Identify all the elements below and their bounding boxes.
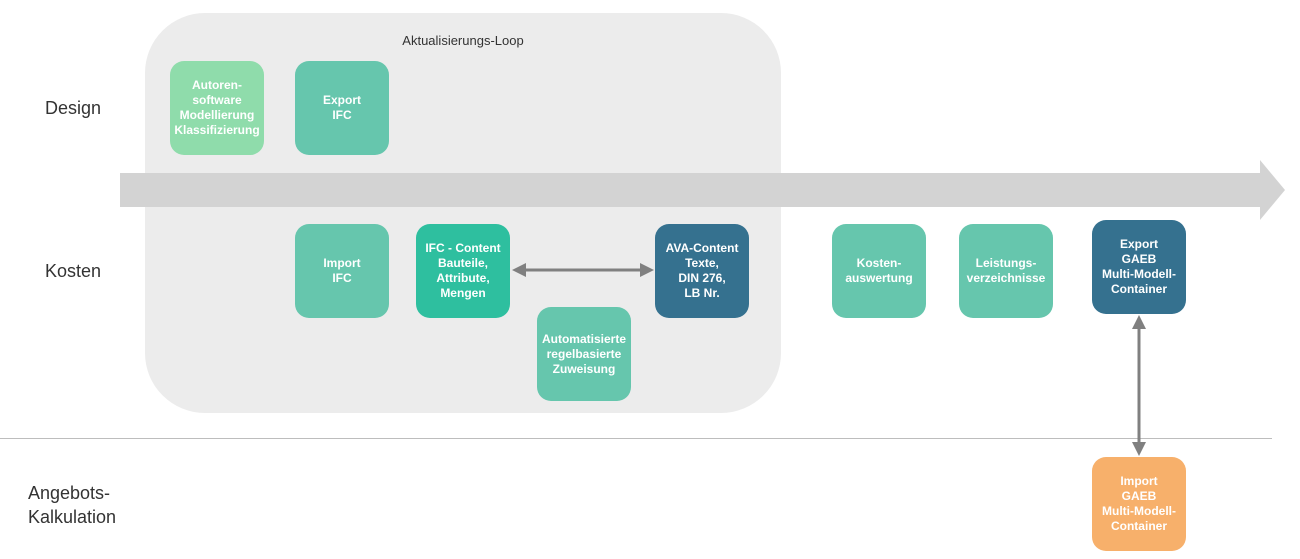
gaeb-connector — [1132, 315, 1146, 456]
lane-divider — [0, 438, 1272, 439]
box-autorensoftware: Autoren- software Modellierung Klassifiz… — [170, 61, 264, 155]
box-automatisierte-zuweisung: Automatisierte regelbasierte Zuweisung — [537, 307, 631, 401]
box-ifc-content: IFC - Content Bauteile, Attribute, Menge… — [416, 224, 510, 318]
box-export-gaeb: Export GAEB Multi-Modell- Container — [1092, 220, 1186, 314]
box-leistungsverzeichnisse: Leistungs- verzeichnisse — [959, 224, 1053, 318]
lane-label-kosten: Kosten — [45, 261, 102, 281]
timeline-arrow — [120, 160, 1285, 220]
box-import-ifc: Import IFC — [295, 224, 389, 318]
lane-label-angebotskalkulation: Angebots- Kalkulation — [28, 483, 117, 527]
box-export-ifc: Export IFC — [295, 61, 389, 155]
box-kostenauswertung: Kosten- auswertung — [832, 224, 926, 318]
lane-label-design: Design — [45, 98, 102, 118]
box-import-gaeb: Import GAEB Multi-Modell- Container — [1092, 457, 1186, 551]
loop-title: Aktualisierungs-Loop — [402, 33, 524, 48]
box-ava-content: AVA-Content Texte, DIN 276, LB Nr. — [655, 224, 749, 318]
